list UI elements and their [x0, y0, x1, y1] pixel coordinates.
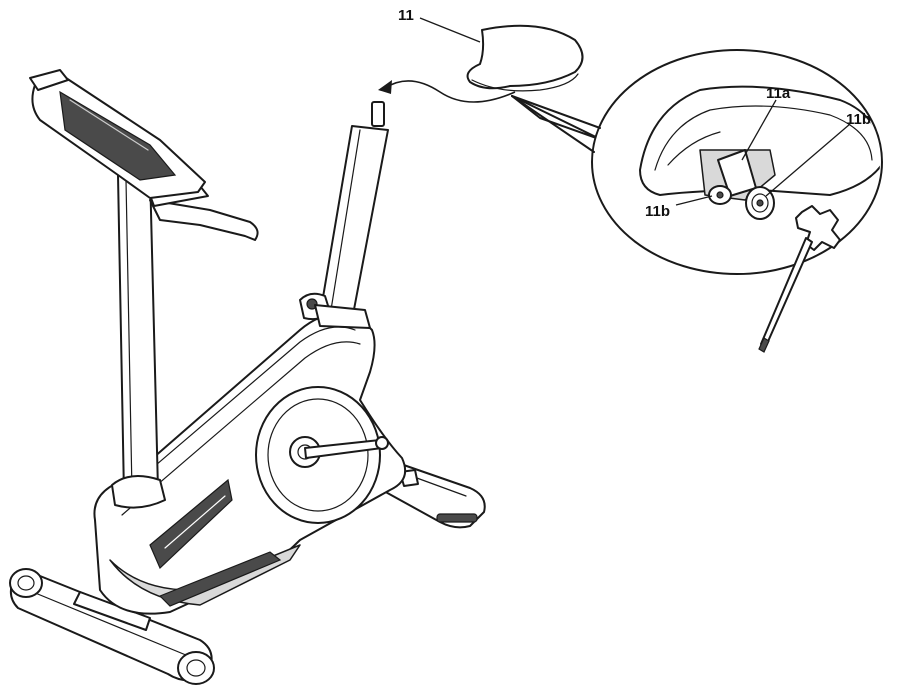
seat: [466, 24, 584, 92]
callout-11b-right: 11b: [846, 111, 871, 128]
callout-11: 11: [398, 7, 414, 24]
rear-stabilizer: [381, 461, 486, 529]
callout-11b-left: 11b: [645, 203, 670, 220]
callout-11a: 11a: [766, 85, 791, 102]
exercise-bike: [9, 69, 486, 685]
bolt-left-leader: [675, 195, 713, 206]
seat-leader: [419, 17, 481, 43]
hex-wrench: [758, 205, 841, 353]
clamp-leader: [741, 99, 777, 161]
bolt-right-leader: [765, 123, 851, 197]
front-stabilizer: [9, 568, 215, 685]
seat-post: [299, 101, 389, 329]
console-upright: [111, 171, 166, 509]
arrow: [378, 80, 516, 103]
bike-body: [93, 312, 406, 615]
console: [29, 69, 259, 241]
